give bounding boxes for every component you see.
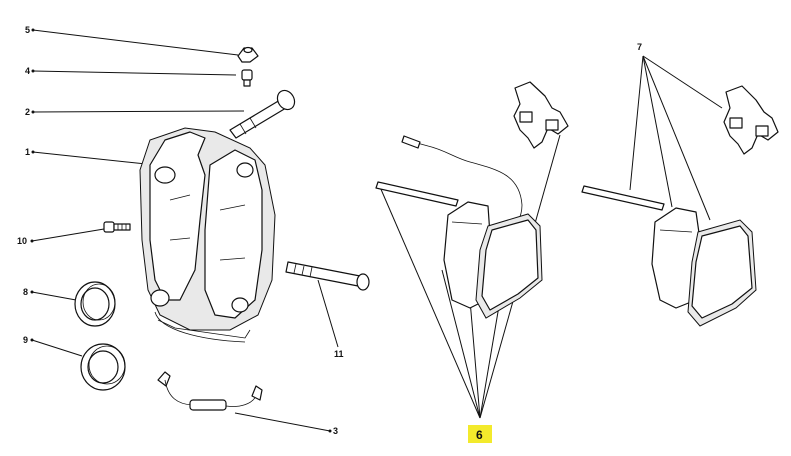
screw-part-10 [103, 221, 131, 233]
caliper-body-part-1 [139, 127, 276, 343]
callout-1: 1 [25, 147, 30, 157]
callout-3: 3 [333, 426, 338, 436]
callout-10: 10 [17, 236, 27, 246]
callout-4: 4 [25, 66, 30, 76]
dust-boot-part-9 [80, 343, 126, 391]
pad-set-part-6 [375, 81, 569, 319]
callout-2: 2 [25, 107, 30, 117]
callout-11: 11 [334, 349, 344, 359]
bleed-screw-part-4 [241, 69, 253, 87]
guide-pin-part-11 [285, 261, 370, 291]
callout-6-highlight [468, 425, 492, 443]
seal-ring-part-8 [74, 281, 116, 327]
leader-lines [30, 28, 723, 433]
caliper-bolt-part-2 [229, 89, 296, 139]
callout-9: 9 [23, 335, 28, 345]
pad-set-part-7 [581, 85, 779, 327]
brake-line-part-3 [157, 371, 263, 411]
callout-7: 7 [637, 42, 642, 52]
callout-8: 8 [23, 287, 28, 297]
callout-6: 6 [476, 428, 483, 442]
callout-5: 5 [25, 25, 30, 35]
bleed-cap-part-5 [237, 46, 259, 63]
